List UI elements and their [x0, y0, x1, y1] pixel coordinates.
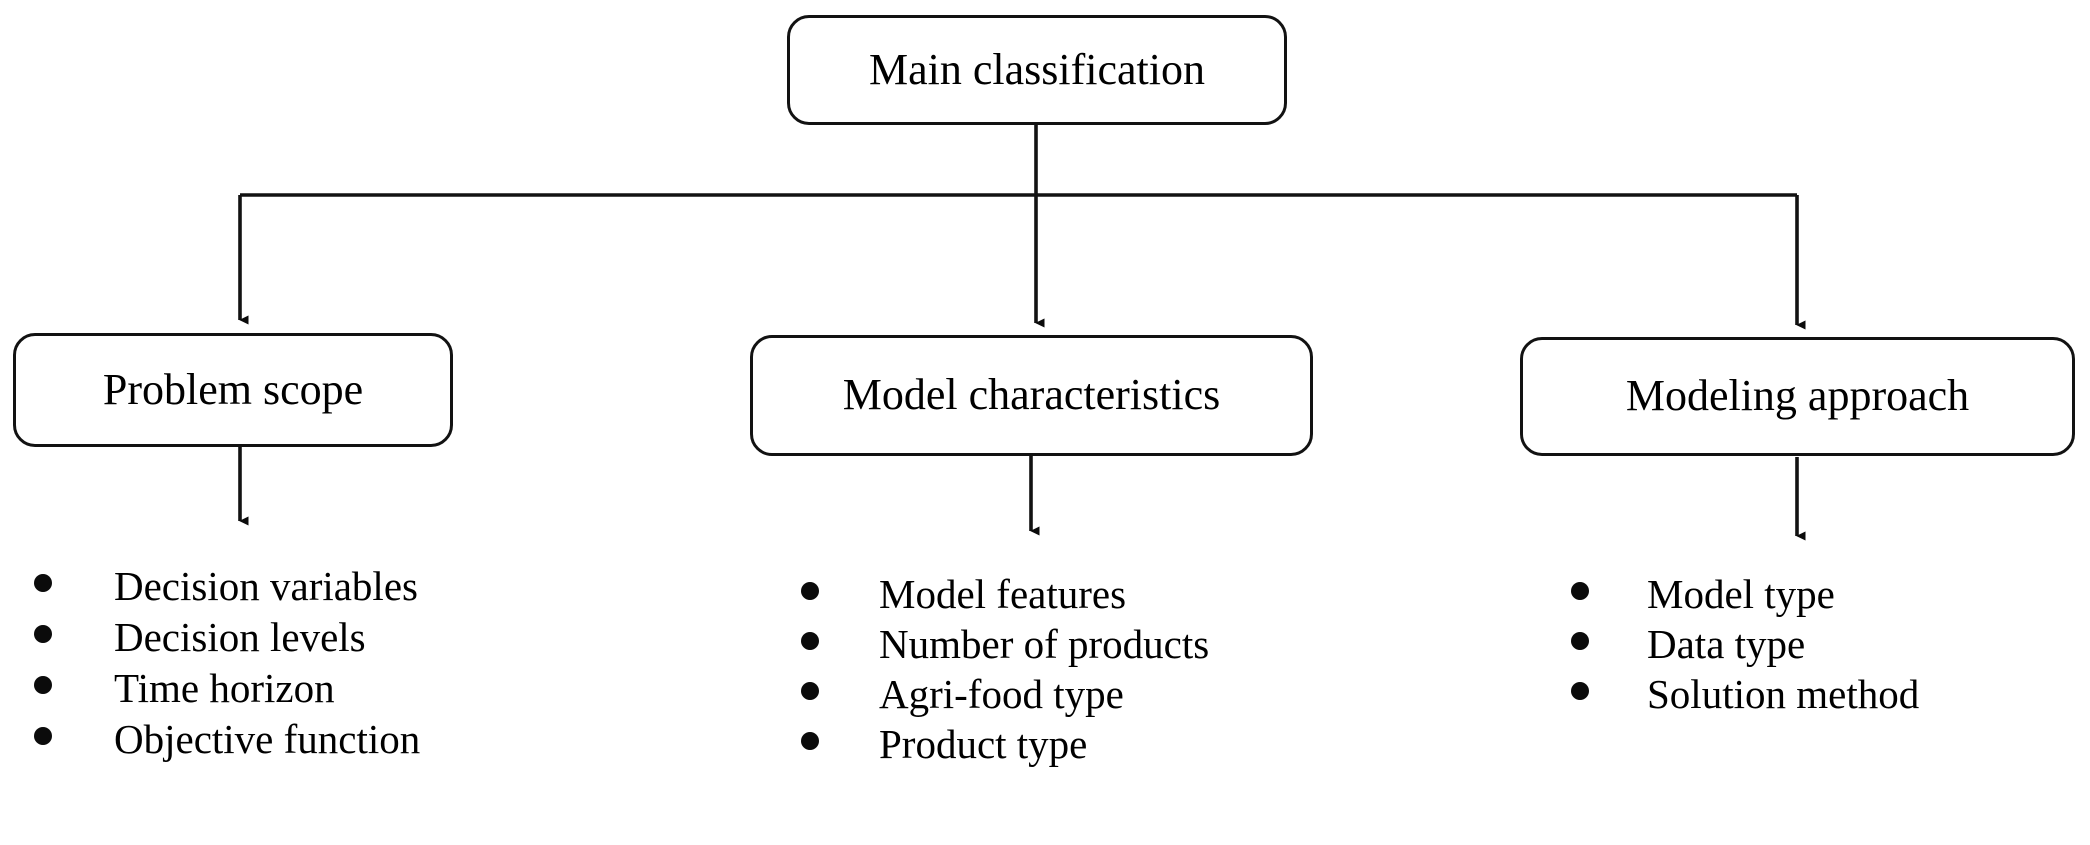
list-item-label: Objective function [114, 716, 421, 762]
list-item-label: Solution method [1647, 671, 1920, 717]
list-item: Number of products [801, 620, 1209, 670]
list-item: Data type [1571, 620, 1919, 670]
bullet-dot-icon [1571, 682, 1589, 700]
node-problem-scope-label: Problem scope [102, 364, 364, 414]
list-item: Decision levels [34, 613, 420, 664]
list-modeling-approach: Model type Data type Solution method [1571, 570, 1919, 720]
bullet-dot-icon [34, 676, 52, 694]
list-item: Objective function [34, 715, 420, 766]
list-item-label: Product type [879, 721, 1088, 767]
bullet-dot-icon [34, 574, 52, 592]
list-item: Model features [801, 570, 1209, 620]
list-model-characteristics: Model features Number of products Agri-f… [801, 570, 1209, 770]
node-main-classification[interactable]: Main classification [787, 15, 1287, 125]
list-item: Solution method [1571, 670, 1919, 720]
bullet-dot-icon [34, 727, 52, 745]
bullet-dot-icon [34, 625, 52, 643]
node-model-characteristics[interactable]: Model characteristics [750, 335, 1313, 456]
node-modeling-approach[interactable]: Modeling approach [1520, 337, 2075, 456]
bullet-dot-icon [1571, 632, 1589, 650]
list-item-label: Data type [1647, 621, 1806, 667]
bullet-dot-icon [801, 582, 819, 600]
bullet-dot-icon [801, 732, 819, 750]
list-item: Agri-food type [801, 670, 1209, 720]
node-model-characteristics-label: Model characteristics [842, 370, 1221, 420]
bullet-dot-icon [1571, 582, 1589, 600]
list-item: Decision variables [34, 562, 420, 613]
list-item-label: Agri-food type [879, 671, 1124, 717]
list-item-label: Decision levels [114, 614, 366, 660]
list-item-label: Number of products [879, 621, 1210, 667]
list-item-label: Model type [1647, 571, 1835, 617]
node-modeling-approach-label: Modeling approach [1625, 371, 1970, 421]
list-item-label: Decision variables [114, 563, 418, 609]
bullet-dot-icon [801, 682, 819, 700]
list-item: Time horizon [34, 664, 420, 715]
node-main-classification-label: Main classification [868, 44, 1205, 94]
list-item: Product type [801, 720, 1209, 770]
list-item: Model type [1571, 570, 1919, 620]
bullet-dot-icon [801, 632, 819, 650]
list-item-label: Model features [879, 571, 1127, 617]
node-problem-scope[interactable]: Problem scope [13, 333, 453, 447]
list-problem-scope: Decision variables Decision levels Time … [34, 562, 420, 766]
list-item-label: Time horizon [114, 665, 335, 711]
